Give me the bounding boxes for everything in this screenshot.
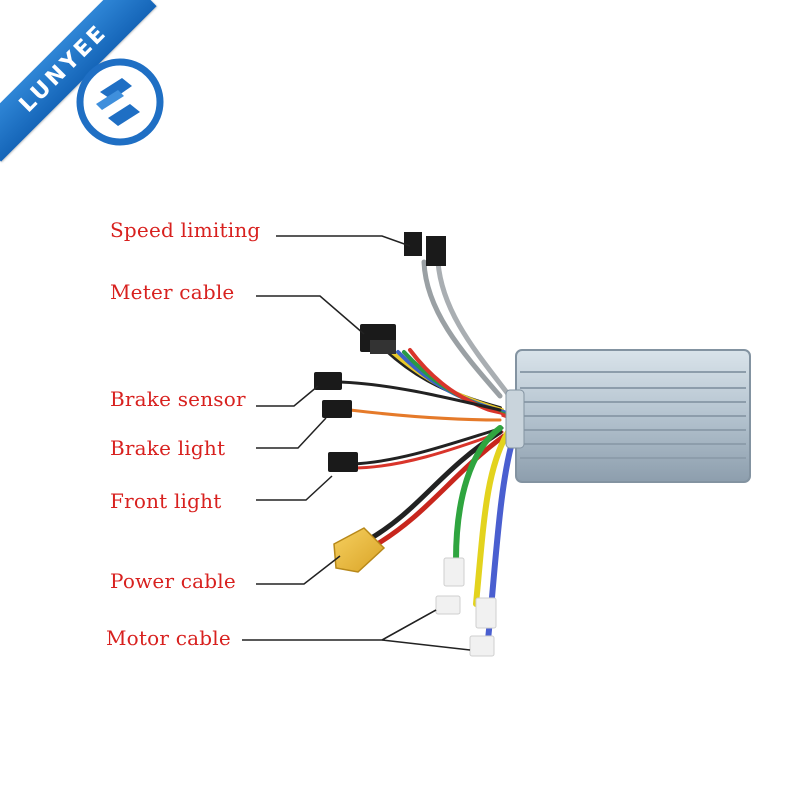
front-light-connector — [328, 452, 358, 472]
front-light-label: Front light — [110, 489, 222, 513]
motor-cable-label: Motor cable — [106, 626, 231, 650]
lunyee-logo-icon — [76, 58, 164, 146]
speed-limiting-label: Speed limiting — [110, 218, 261, 242]
meter-connector — [360, 324, 396, 354]
power-cable-label: Power cable — [110, 569, 236, 593]
xt60-power-connector — [333, 527, 386, 573]
brake-light-label: Brake light — [110, 436, 226, 460]
leader-lines — [242, 235, 471, 651]
controller-box — [505, 349, 751, 483]
wire-harness — [338, 259, 517, 643]
motor-connectors — [435, 557, 497, 657]
brake-light-connector — [322, 400, 352, 418]
brake-sensor-connector — [314, 372, 342, 390]
speed-limiting-connector — [404, 232, 446, 266]
brake-sensor-label: Brake sensor — [110, 387, 246, 411]
meter-cable-label: Meter cable — [110, 280, 235, 304]
